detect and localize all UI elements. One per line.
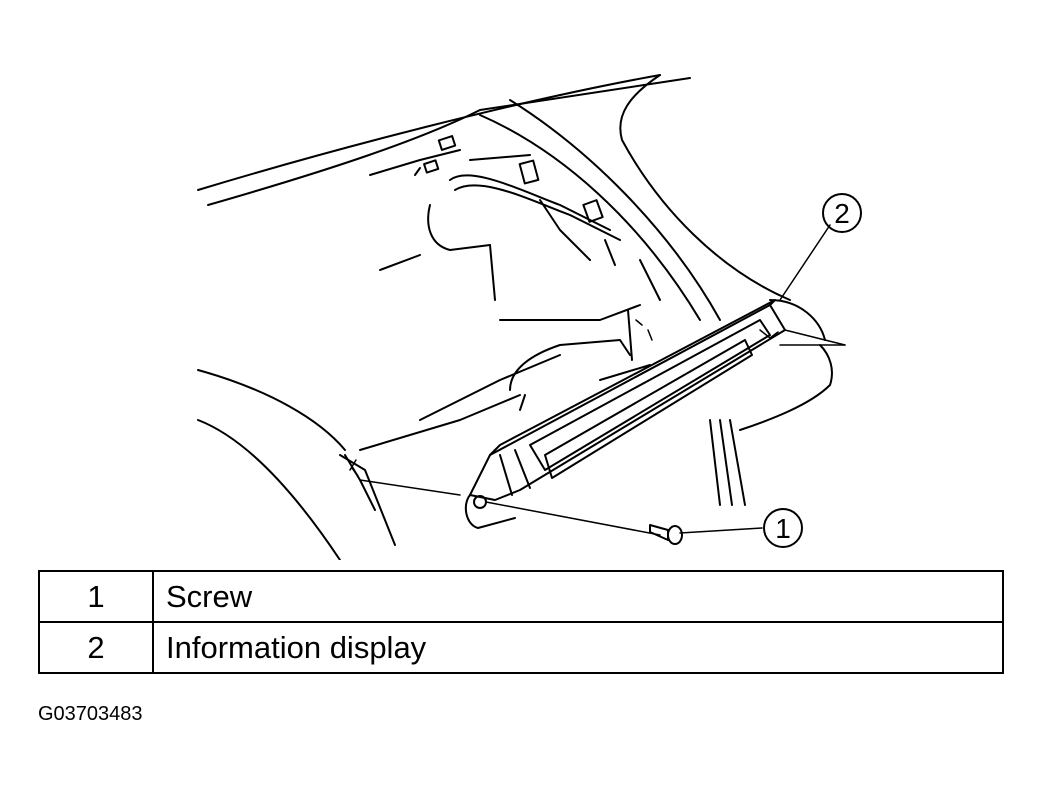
windshield-outline xyxy=(197,74,791,301)
callout-2: 2 xyxy=(822,193,862,233)
dashboard-illustration: 1 2 xyxy=(197,74,862,560)
callout-1-label: 1 xyxy=(775,513,791,544)
legend-row: 1 Screw xyxy=(38,570,1004,623)
upper-dash-details xyxy=(369,135,661,361)
legend-number: 2 xyxy=(38,621,154,674)
lower-dash-body xyxy=(197,299,833,560)
legend-table: 1 Screw 2 Information display xyxy=(38,570,1004,674)
callout-2-label: 2 xyxy=(834,198,850,229)
leader-lines xyxy=(359,224,846,536)
legend-description: Information display xyxy=(152,621,1004,674)
a-pillar xyxy=(479,99,721,321)
legend-description: Screw xyxy=(152,570,1004,623)
callout-1: 1 xyxy=(763,508,803,548)
legend-number: 1 xyxy=(38,570,154,623)
screw-part xyxy=(649,524,683,545)
information-display-unit xyxy=(464,299,786,529)
figure-id: G03703483 xyxy=(38,703,143,725)
legend-row: 2 Information display xyxy=(38,621,1004,674)
